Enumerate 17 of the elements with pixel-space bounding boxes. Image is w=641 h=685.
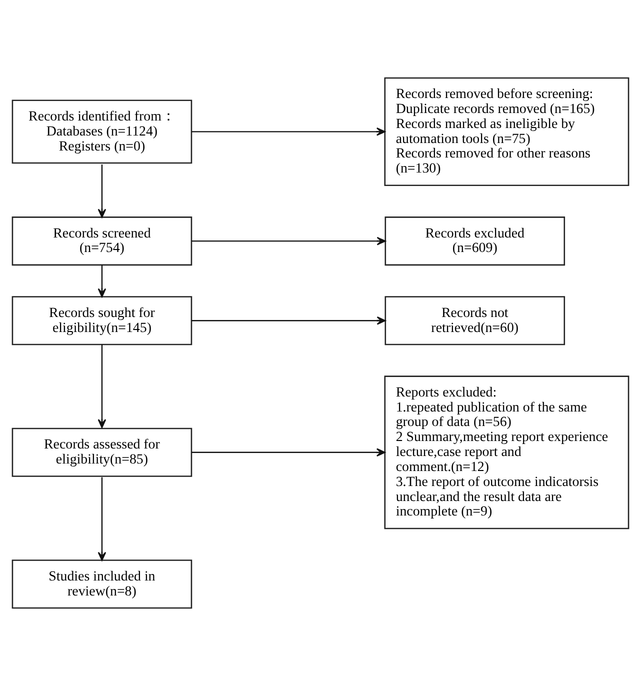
- arrow: [98, 164, 106, 218]
- arrow: [98, 344, 106, 428]
- arrow: [192, 236, 386, 245]
- node-box: Records not retrieved(n=60): [384, 296, 566, 345]
- node-box: Records sought for eligibility(n=145): [12, 296, 192, 345]
- arrow: [192, 127, 386, 136]
- arrow: [192, 316, 386, 324]
- arrow: [98, 264, 106, 297]
- node-box: Studies included in review(n=8): [12, 559, 192, 608]
- node-box: Records identified from： Databases (n=1124) Registers (n=0): [12, 99, 192, 164]
- node-box: Reports excluded: 1.repeated publication of the same group of data (n=56) 2 Summary,meeting report experience lecture,case report and comment.(n=12) 3.The report of outcome indicatorsis unclear,and the result data are incomplete (n=9): [384, 375, 630, 529]
- arrow: [98, 476, 106, 560]
- node-box: Records assessed for eligibility(n=85): [12, 427, 192, 476]
- node-box: Records excluded (n=609): [384, 216, 566, 266]
- arrow: [192, 448, 386, 456]
- node-box: Records removed before screening: Duplicate records removed (n=165) Records marked as ineligible by automation tools (n=75) Records removed for other reasons (n=130): [384, 76, 630, 186]
- node-box: Records screened (n=754): [12, 216, 192, 266]
